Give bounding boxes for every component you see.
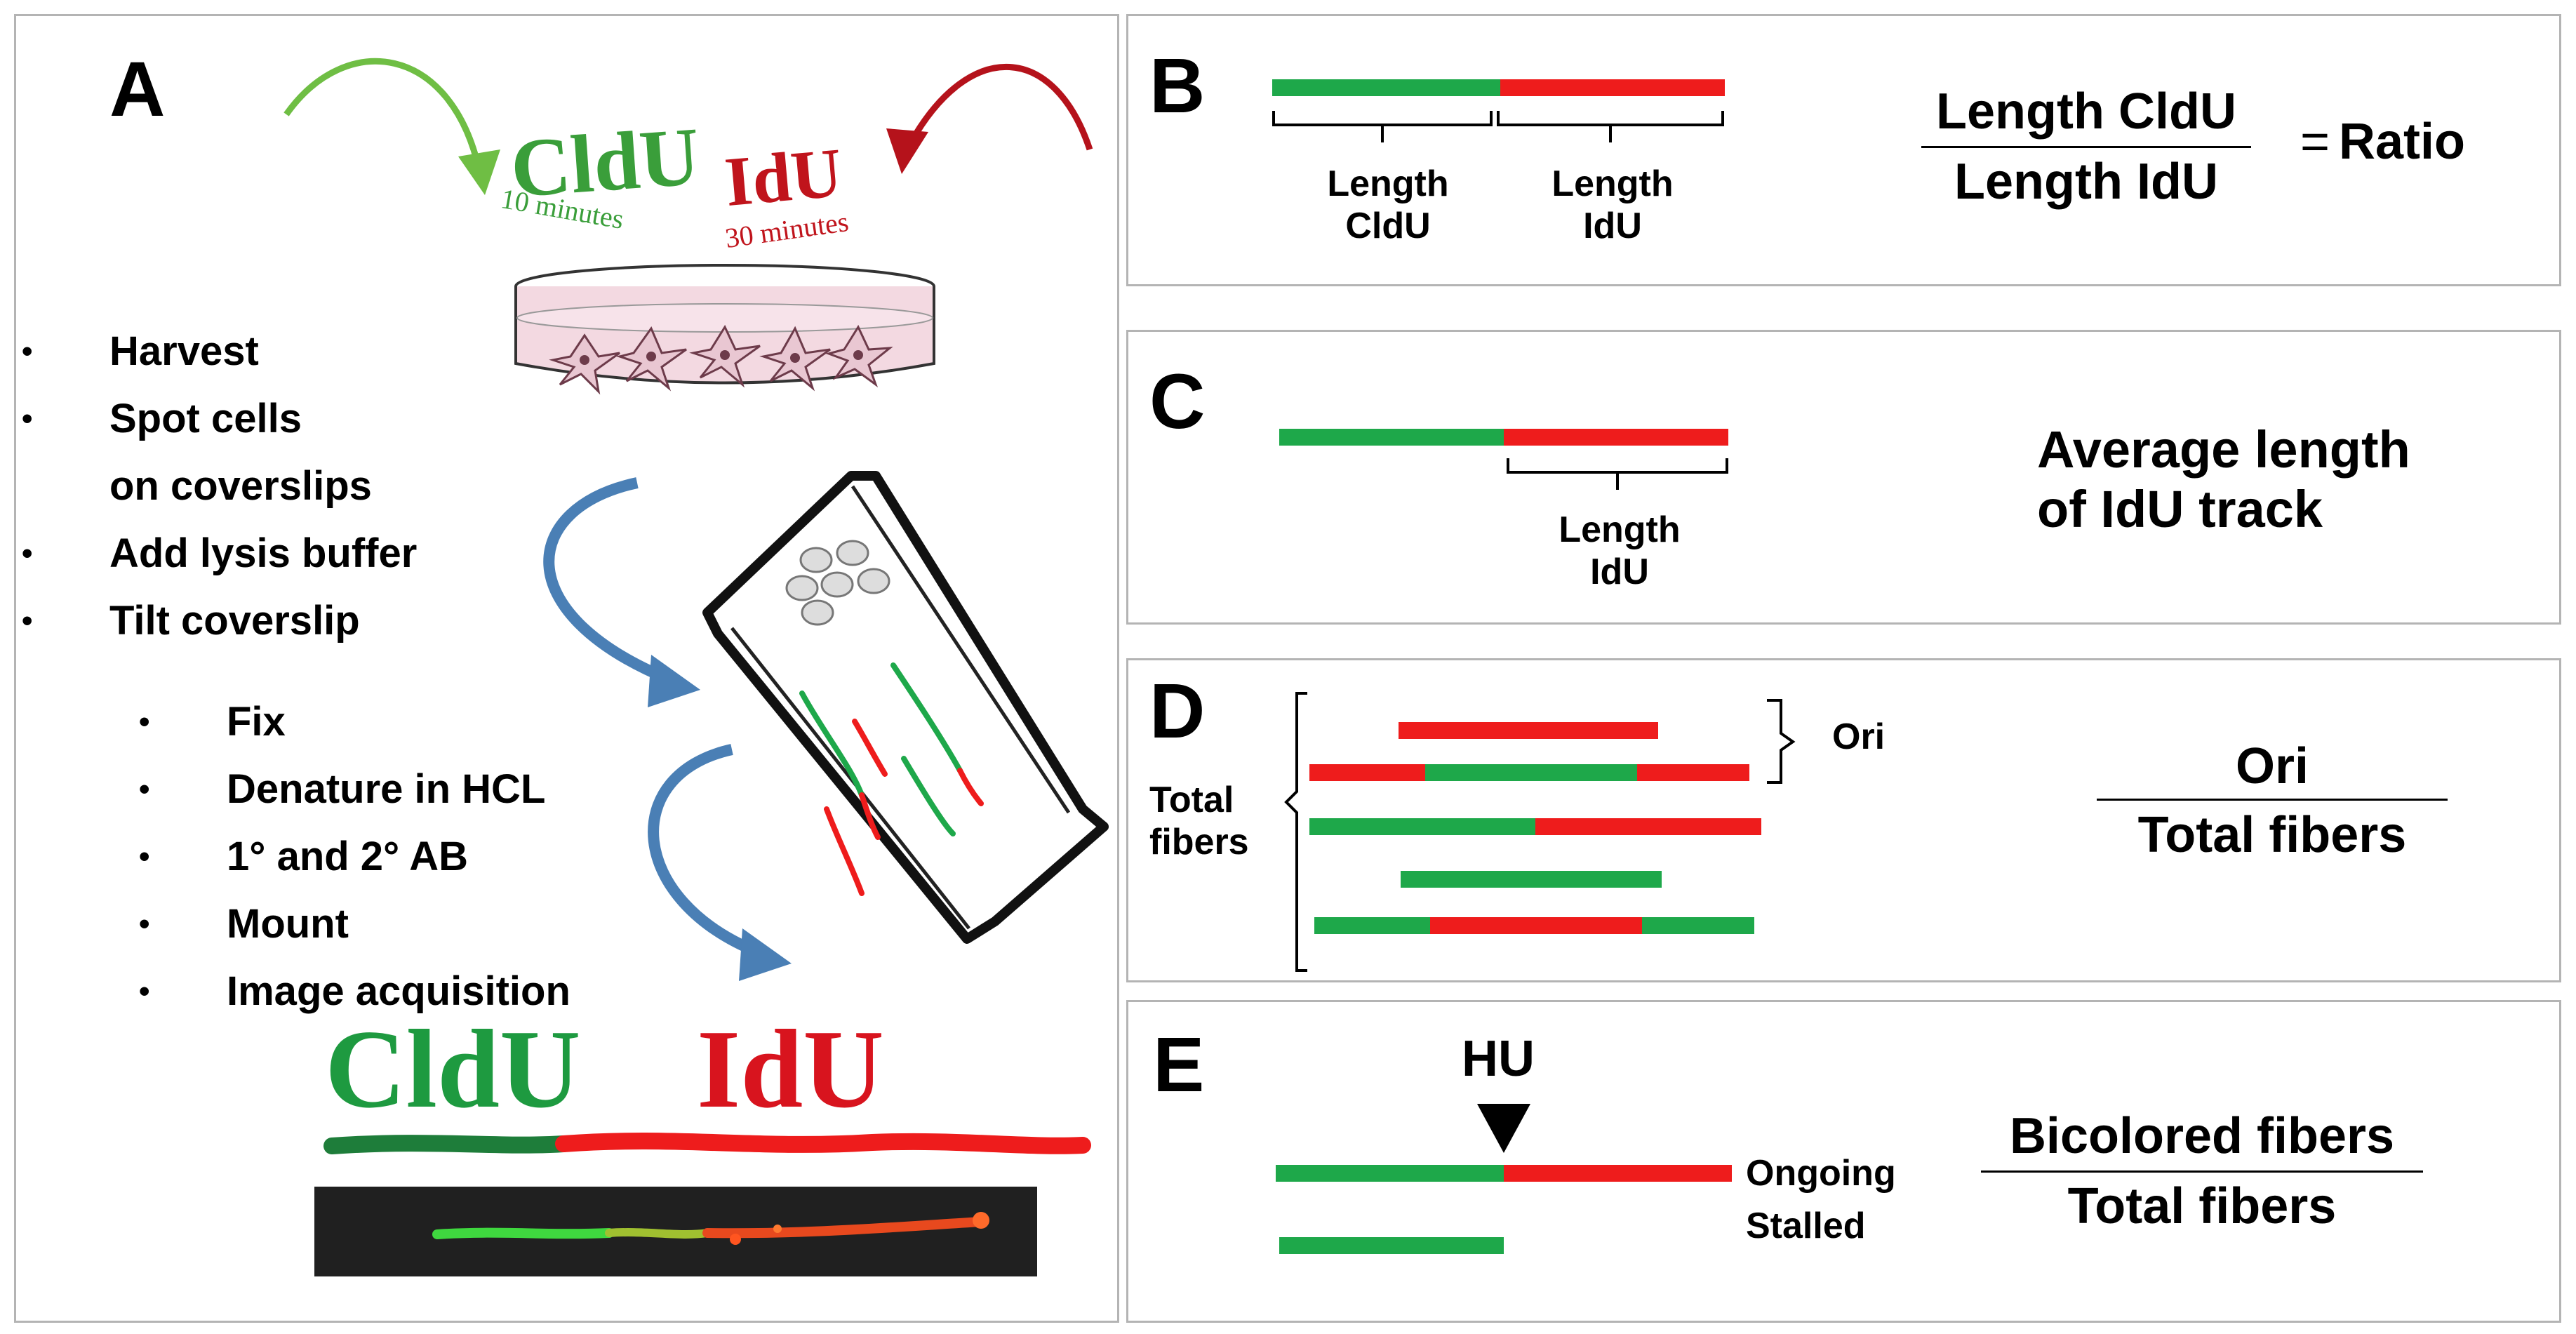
- culture-dish-icon: [514, 264, 935, 395]
- length-bracket: [1272, 111, 1724, 142]
- ori-fraction-line: [2097, 799, 2448, 801]
- fiber-segment: [1401, 871, 1662, 888]
- ori-label: Ori: [1832, 716, 1886, 757]
- hu-label: HU: [1462, 1031, 1535, 1087]
- coverslip-icon: [702, 471, 1109, 944]
- ongoing-fiber-cldu: [1276, 1165, 1504, 1182]
- fiber-segment: [1430, 917, 1642, 934]
- ratio-denominator: Length IdU: [1954, 154, 2218, 210]
- stalled-label: Stalled: [1746, 1206, 1866, 1246]
- idu-track: [1500, 79, 1725, 96]
- microscopy-image: [314, 1187, 1037, 1276]
- fiber-diagram: [323, 1133, 1091, 1154]
- equals-sign: =: [2300, 114, 2330, 170]
- panel-e: E HU Ongoing Stalled Bicolored fibers To…: [1126, 1000, 2561, 1323]
- fiber-segment: [1425, 764, 1637, 781]
- result-cldu-label: CldU: [325, 1006, 581, 1131]
- cldu-track: [1279, 429, 1504, 446]
- ratio-fraction-line: [1921, 146, 2251, 148]
- ori-bracket: [1767, 699, 1796, 784]
- fiber-segment: [1637, 764, 1749, 781]
- panel-d-letter: D: [1149, 668, 1206, 754]
- process-arrow-icon: [543, 477, 792, 981]
- total-fibers-bracket: [1284, 692, 1307, 972]
- panel-b-letter: B: [1149, 43, 1206, 129]
- fiber-segment: [1309, 764, 1425, 781]
- idu-bracket: [1507, 458, 1728, 490]
- panel-c-letter: C: [1149, 359, 1206, 445]
- ongoing-fiber-idu: [1504, 1165, 1732, 1182]
- cldu-track: [1272, 79, 1500, 96]
- fiber-segment: [1314, 917, 1430, 934]
- ratio-result: Ratio: [2339, 114, 2465, 170]
- ori-numerator: Ori: [2235, 738, 2309, 794]
- ratio-numerator: Length CldU: [1936, 84, 2236, 140]
- panel-a-letter: A: [109, 46, 166, 133]
- hu-arrow-icon: [1477, 1104, 1530, 1153]
- idu-track: [1504, 429, 1728, 446]
- ori-denominator: Total fibers: [2137, 807, 2407, 863]
- cldu-arrow-icon: [283, 58, 500, 195]
- stalled-fiber-cldu: [1279, 1237, 1504, 1254]
- fiber-segment: [1642, 917, 1754, 934]
- idu-arrow-icon: [886, 64, 1093, 174]
- result-idu-label: IdU: [697, 1006, 884, 1131]
- fiber-segment: [1309, 818, 1535, 835]
- bicolored-denominator: Total fibers: [2067, 1178, 2337, 1234]
- ongoing-label: Ongoing: [1746, 1153, 1896, 1194]
- fiber-segment: [1399, 722, 1658, 739]
- bicolored-fraction-line: [1981, 1170, 2423, 1173]
- panel-e-letter: E: [1153, 1022, 1205, 1108]
- bicolored-numerator: Bicolored fibers: [2009, 1108, 2395, 1164]
- fiber-segment: [1535, 818, 1761, 835]
- panel-a: A CldU 10 minutes IdU 30 minutes •Harves…: [14, 14, 1119, 1323]
